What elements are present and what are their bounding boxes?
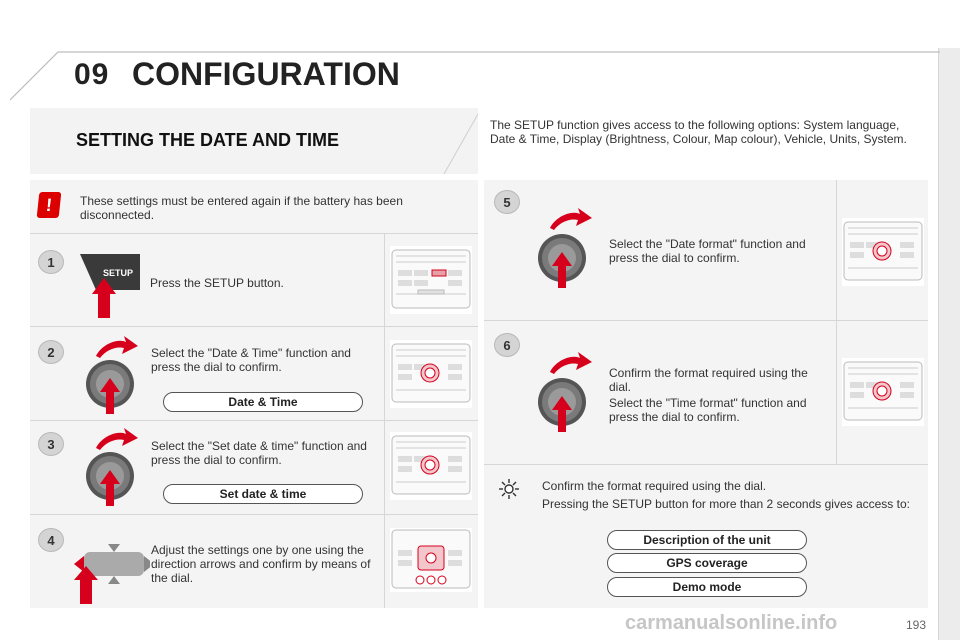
setup-button-label: SETUP [103, 268, 133, 278]
tip-text-1: Confirm the format required using the di… [542, 479, 767, 493]
setup-button-illustration: SETUP [80, 254, 140, 318]
tip-text-2: Pressing the SETUP button for more than … [542, 497, 910, 511]
dial-press-illustration [86, 428, 138, 506]
radio-unit-setup-icon [390, 246, 472, 314]
column-divider [836, 180, 837, 464]
page-edge-stripe [938, 48, 960, 640]
chapter-title: CONFIGURATION [132, 56, 400, 92]
menu-option-demo-mode[interactable]: Demo mode [607, 577, 807, 597]
menu-option-set-date-time[interactable]: Set date & time [163, 484, 363, 504]
dial-press-illustration [538, 208, 592, 288]
menu-option-date-time[interactable]: Date & Time [163, 392, 363, 412]
row-divider [30, 420, 478, 421]
direction-pad-illustration [74, 544, 150, 604]
radio-unit-dial-icon [842, 358, 924, 426]
row-divider [484, 320, 928, 321]
step-3-text: Select the "Set date & time" function an… [151, 439, 367, 467]
section-header-slash [443, 113, 479, 175]
section-title: SETTING THE DATE AND TIME [76, 130, 339, 150]
step-5-text: Select the "Date format" function and pr… [609, 237, 806, 265]
warning-text: These settings must be entered again if … [80, 194, 403, 222]
row-divider [30, 514, 478, 515]
row-divider [30, 233, 478, 234]
radio-unit-dial-icon [842, 218, 924, 286]
radio-unit-arrows-icon [390, 528, 472, 592]
warning-icon: ! [36, 192, 62, 218]
step-badge-6: 6 [494, 333, 520, 357]
step-badge-3: 3 [38, 432, 64, 456]
column-divider [384, 233, 385, 608]
step-badge-4: 4 [38, 528, 64, 552]
step-2-text: Select the "Date & Time" function and pr… [151, 346, 351, 374]
watermark: carmanualsonline.info [625, 612, 838, 634]
dial-press-illustration [538, 352, 592, 432]
tip-sun-icon [499, 479, 519, 499]
page-number: 193 [906, 618, 927, 632]
menu-option-description-of-unit[interactable]: Description of the unit [607, 530, 807, 550]
step-1-text: Press the SETUP button. [150, 276, 284, 290]
step-6-text: Confirm the format required using the di… [609, 366, 808, 394]
chapter-number: 09 [74, 58, 110, 91]
radio-unit-dial-icon [390, 340, 472, 408]
step-badge-2: 2 [38, 340, 64, 364]
radio-unit-dial-icon [390, 432, 472, 500]
step-4-text: Adjust the settings one by one using the… [151, 543, 371, 585]
menu-option-gps-coverage[interactable]: GPS coverage [607, 553, 807, 573]
step-badge-1: 1 [38, 250, 64, 274]
row-divider [30, 326, 478, 327]
step-badge-5: 5 [494, 190, 520, 214]
dial-press-illustration [86, 336, 138, 414]
row-divider [484, 464, 928, 465]
section-header-box [30, 108, 478, 174]
intro-paragraph: The SETUP function gives access to the f… [490, 118, 907, 146]
header-corner-line [10, 51, 940, 101]
step-6-text-2: Select the "Time format" function and pr… [609, 396, 807, 424]
